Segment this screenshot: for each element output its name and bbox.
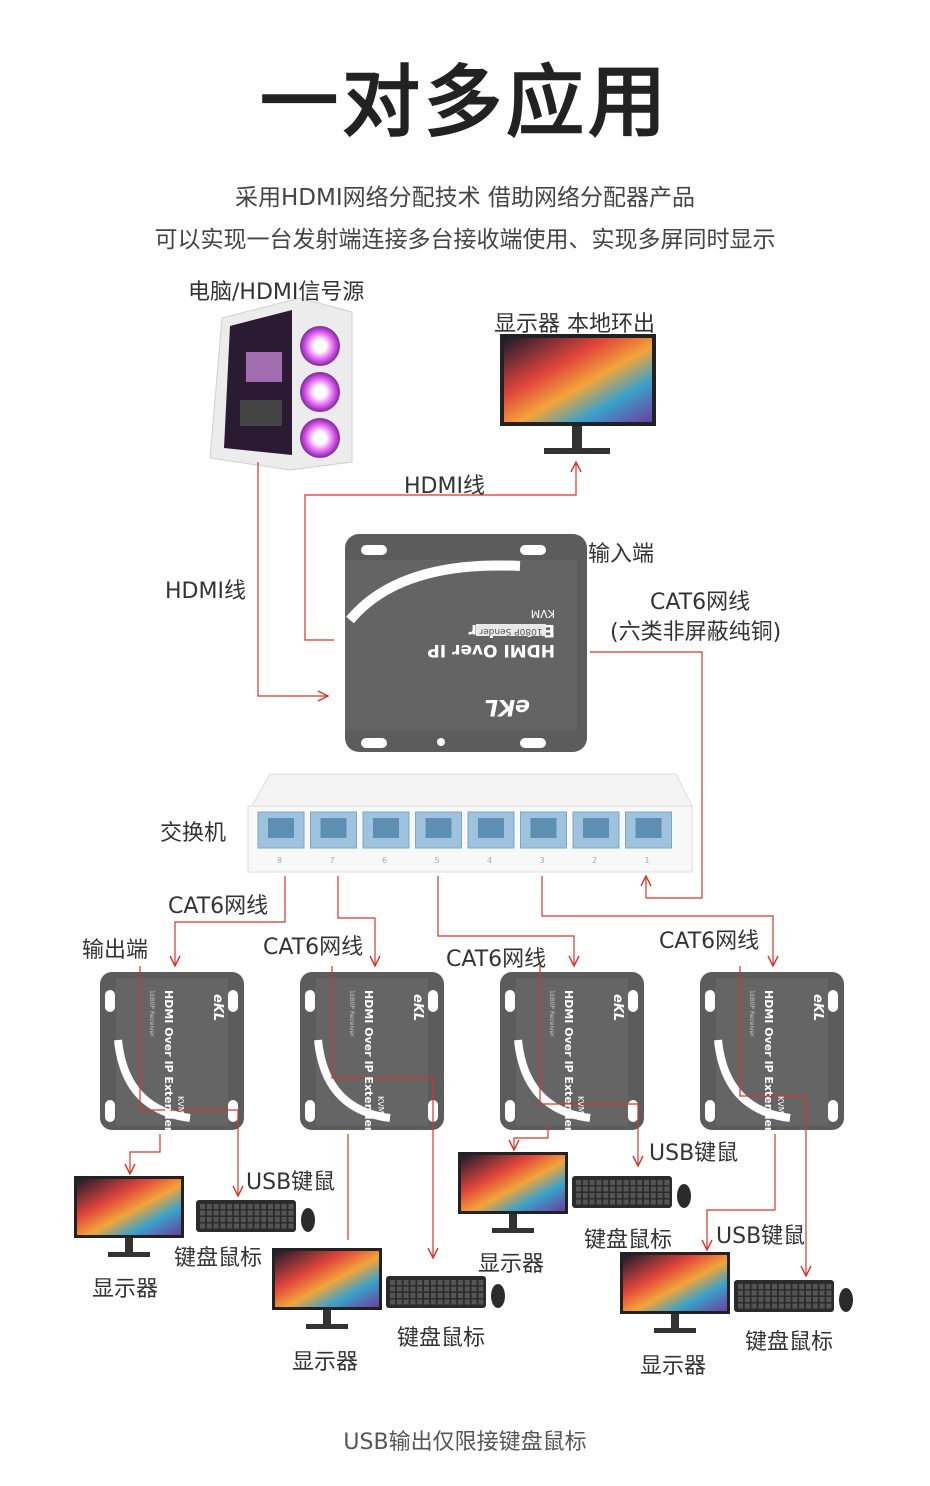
receiver-kvm-label: KVM bbox=[176, 1096, 185, 1114]
sender-device bbox=[345, 534, 587, 752]
switch-port bbox=[310, 811, 357, 849]
network-switch bbox=[247, 773, 693, 873]
hdmi-line-sender-to-monitor bbox=[304, 462, 576, 641]
switch-port bbox=[362, 811, 410, 849]
receiver-model-label: HDMI Over IP Extender bbox=[362, 990, 375, 1133]
cat6-r1-label: CAT6网线 bbox=[168, 894, 269, 919]
receiver-kvm-label: KVM bbox=[576, 1096, 585, 1114]
receiver-badge: 1080P Receiver bbox=[148, 990, 155, 1037]
receiver-device bbox=[100, 972, 244, 1130]
cable-lines bbox=[130, 462, 806, 1276]
usb-r4-label: USB键鼠 bbox=[716, 1224, 806, 1249]
cat6-line-r4 bbox=[541, 876, 773, 966]
receiver-model-label: HDMI Over IP Extender bbox=[562, 990, 575, 1133]
switch-port bbox=[415, 811, 462, 849]
monitor bbox=[620, 1252, 730, 1333]
receiver-badge: 1080P Receiver bbox=[348, 990, 355, 1037]
footer-note: USB输出仅限接键盘鼠标 bbox=[343, 1430, 587, 1455]
page-title: 一对多应用 bbox=[259, 57, 670, 148]
local-monitor bbox=[500, 334, 656, 454]
receiver-badge: 1080P Receiver bbox=[548, 990, 555, 1037]
kbm-r3-label: 键盘鼠标 bbox=[584, 1228, 673, 1253]
sender-brand-logo: eKL bbox=[484, 694, 530, 719]
cat6-main-note: (六类非屏蔽纯铜) bbox=[610, 620, 782, 645]
monitor-r3-label: 显示器 bbox=[478, 1252, 545, 1277]
mouse bbox=[301, 1208, 315, 1232]
usb-line-r4-kbm bbox=[739, 966, 806, 1276]
keyboard bbox=[734, 1280, 834, 1312]
receiver-model-label: HDMI Over IP Extender bbox=[162, 990, 175, 1133]
kbm-r1-label: 键盘鼠标 bbox=[174, 1246, 263, 1271]
usb-line-r3-monitor bbox=[514, 1124, 549, 1150]
monitor bbox=[458, 1152, 568, 1233]
switch-port bbox=[625, 811, 672, 849]
subtitle-line-2: 可以实现一台发射端连接多台接收端使用、实现多屏同时显示 bbox=[154, 227, 776, 253]
receiver-model-label: HDMI Over IP Extender bbox=[762, 990, 775, 1133]
switch-port-number: 5 bbox=[434, 856, 440, 865]
usb-r3-label: USB键鼠 bbox=[649, 1141, 739, 1166]
usb-line-r4-monitor bbox=[707, 1134, 776, 1250]
receiver-badge: 1080P Receiver bbox=[748, 990, 755, 1037]
switch-port-number: 4 bbox=[487, 856, 493, 865]
usb-line-r1-monitor bbox=[130, 1134, 161, 1174]
monitor bbox=[74, 1176, 184, 1257]
receiver-brand-logo: eKL bbox=[210, 994, 225, 1022]
kbm-r4-label: 键盘鼠标 bbox=[745, 1330, 834, 1355]
switch-port-number: 7 bbox=[329, 856, 335, 865]
sender-kvm-label: KVM bbox=[530, 607, 555, 620]
receiver-kvm-label: KVM bbox=[776, 1096, 785, 1114]
keyboard bbox=[572, 1176, 672, 1208]
receiver-device bbox=[500, 972, 644, 1130]
sender-badge: 1080P Sender bbox=[476, 624, 546, 636]
cat6-main-label: CAT6网线 bbox=[650, 590, 751, 615]
pc-tower bbox=[209, 297, 353, 471]
usb-line-r3-kbm bbox=[539, 966, 638, 1166]
monitor-r1-label: 显示器 bbox=[92, 1277, 159, 1302]
switch-port bbox=[257, 811, 305, 849]
usb-r1-label: USB键鼠 bbox=[246, 1170, 336, 1195]
cat6-line-r2 bbox=[337, 876, 375, 966]
switch-label: 交换机 bbox=[160, 821, 227, 846]
mouse bbox=[677, 1184, 691, 1208]
monitor-r4-label: 显示器 bbox=[640, 1354, 707, 1379]
cat6-line-r1 bbox=[175, 876, 286, 966]
hdmi-cable-left-label: HDMI线 bbox=[165, 579, 246, 604]
monitor-r2-label: 显示器 bbox=[292, 1350, 359, 1375]
subtitle-line-1: 采用HDMI网络分配技术 借助网络分配器产品 bbox=[235, 185, 695, 211]
switch-port-number: 2 bbox=[592, 856, 598, 865]
cat6-r4-label: CAT6网线 bbox=[659, 929, 760, 954]
cat6-r2-label: CAT6网线 bbox=[263, 935, 364, 960]
receiver-device bbox=[300, 972, 444, 1130]
hdmi-cable-top-label: HDMI线 bbox=[404, 474, 485, 499]
receiver-brand-logo: eKL bbox=[410, 994, 425, 1022]
usb-line-r1-kbm bbox=[139, 966, 238, 1196]
switch-port bbox=[520, 811, 567, 849]
mouse bbox=[491, 1284, 505, 1308]
receiver-device bbox=[700, 972, 844, 1130]
local-monitor-label: 显示器 本地环出 bbox=[494, 312, 655, 337]
input-end-label: 输入端 bbox=[588, 542, 655, 567]
output-end-label: 输出端 bbox=[82, 938, 149, 963]
switch-port-number: 3 bbox=[539, 856, 545, 865]
receiver-kvm-label: KVM bbox=[376, 1096, 385, 1114]
cat6-line-sender-to-switch bbox=[590, 651, 703, 899]
pc-source-label: 电脑/HDMI信号源 bbox=[188, 280, 365, 305]
mouse bbox=[839, 1288, 853, 1312]
receiver-brand-logo: eKL bbox=[610, 994, 625, 1022]
receiver-brand-logo: eKL bbox=[810, 994, 825, 1022]
switch-port bbox=[467, 811, 515, 849]
kbm-r2-label: 键盘鼠标 bbox=[397, 1326, 486, 1351]
switch-port bbox=[572, 811, 620, 849]
keyboard bbox=[386, 1276, 486, 1308]
switch-port-number: 8 bbox=[277, 856, 283, 865]
keyboard bbox=[196, 1200, 296, 1232]
usb-line-r2-kbm bbox=[331, 966, 433, 1258]
hdmi-line-pc-to-sender bbox=[257, 462, 328, 696]
switch-port-number: 1 bbox=[644, 856, 650, 865]
monitor bbox=[272, 1248, 382, 1329]
cat6-r3-label: CAT6网线 bbox=[446, 947, 547, 972]
switch-port-number: 6 bbox=[382, 856, 388, 865]
cat6-line-r3 bbox=[437, 876, 574, 966]
